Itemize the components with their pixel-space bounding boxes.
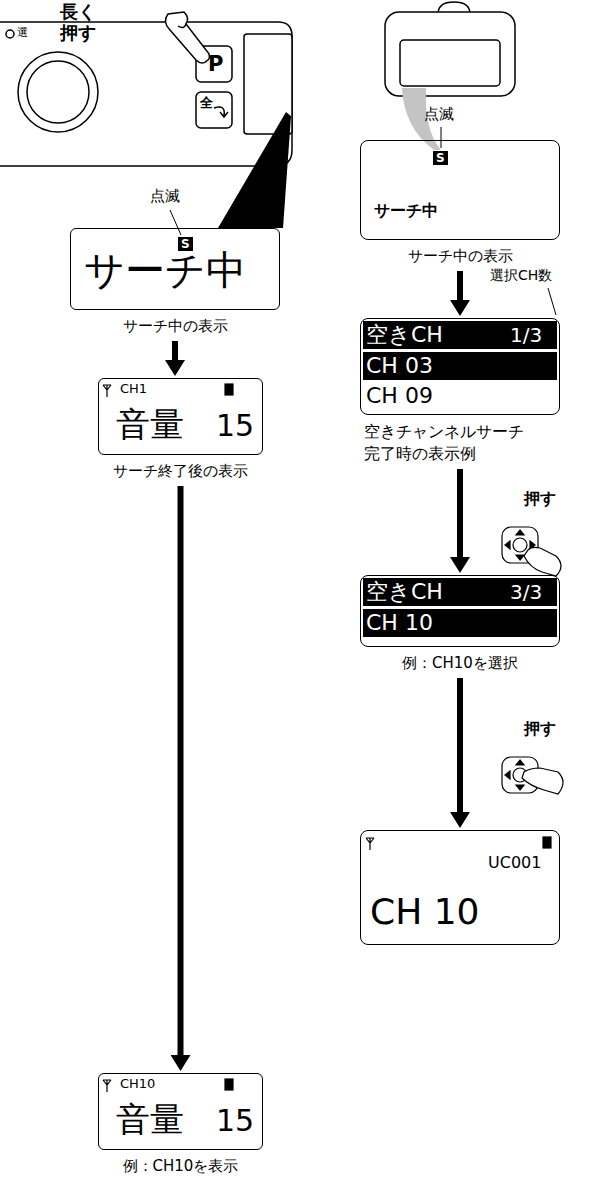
display-screen: S サーチ中サーチ中の表示 (360, 140, 560, 269)
radio-unit (0, 12, 292, 166)
unit-housing (0, 22, 292, 166)
finger-knuckle (178, 24, 186, 28)
display-icons (103, 384, 551, 1092)
direction-pad (502, 757, 563, 794)
all-call-button (196, 92, 232, 128)
display-screen: Sサーチ中サーチ中の表示 (70, 228, 280, 339)
direction-pad (502, 527, 561, 576)
callout-text: 選択CH数 (490, 268, 552, 283)
display-value: 15 (216, 1104, 254, 1137)
display-caption: 例：CH10を表示 (98, 1156, 263, 1176)
leader-line (170, 210, 181, 235)
battery-icon (225, 1079, 233, 1090)
pressing-finger (524, 547, 561, 576)
handheld-unit (385, 2, 515, 96)
button-name: 全 (200, 96, 213, 110)
unit-body (385, 12, 515, 96)
flow-arrow (172, 341, 178, 360)
display-caption: 例：CH10を選択 (360, 653, 560, 673)
unit-screen (400, 40, 500, 86)
channel-text: CH10 (120, 1077, 155, 1091)
dial-knob-inner (27, 61, 89, 123)
flow-arrow (457, 469, 463, 557)
channel-text: CH1 (120, 382, 147, 396)
display-text: サーチ中 (84, 248, 246, 292)
selected-row: CH 03 (363, 352, 557, 380)
display-text: 音量 (116, 406, 184, 443)
display-caption: サーチ中の表示 (70, 316, 280, 336)
user-code: UC001 (488, 854, 541, 872)
display-screen: 空きCH1/3CH 03CH 09空きチャンネルサーチ 完了時の表示例 (360, 318, 560, 467)
pressing-finger (522, 768, 563, 794)
instruction-text: 長く (60, 2, 96, 22)
display-frame (360, 140, 560, 240)
flow-arrow (178, 486, 184, 1055)
antenna-icon (103, 1080, 111, 1092)
flow-arrow (457, 678, 463, 812)
instruction-text: 押す (60, 23, 96, 43)
display-screen: 空きCH3/3CH 10例：CH10を選択 (360, 575, 560, 676)
display-caption: サーチ中の表示 (360, 246, 560, 266)
battery-icon (225, 384, 233, 395)
instruction-text: 押す (524, 490, 556, 508)
button-name: P (208, 53, 223, 76)
callout-text: 点滅 (150, 188, 180, 205)
display-screen: CH10 音量 15 例：CH10を表示 (98, 1073, 263, 1179)
display-text: 音量 (116, 1101, 184, 1138)
screen-zoom-wedge (218, 112, 291, 228)
display-caption: 空きチャンネルサーチ 完了時の表示例 (364, 421, 534, 464)
button-name: 選 (17, 27, 28, 39)
display-value: 15 (216, 409, 254, 442)
search-indicator: S (433, 151, 448, 165)
channel-count: 3/3 (510, 581, 542, 603)
antenna-icon (103, 385, 111, 397)
channel-row: CH 09 (366, 384, 433, 408)
display-screen: UC001 CH 10 (360, 830, 560, 947)
instruction-text: 押す (524, 720, 556, 738)
dial-knob (18, 52, 98, 132)
display-screen: CH1 音量 15 サーチ終了後の表示 (98, 378, 263, 484)
display-caption: サーチ終了後の表示 (98, 461, 263, 481)
indicator-lamp (6, 30, 14, 38)
battery-icon (543, 837, 551, 848)
display-text: CH 10 (370, 892, 479, 932)
callout-text: 点滅 (424, 106, 454, 123)
button-symbol (214, 107, 228, 117)
leader-line (441, 127, 442, 148)
leader-line (548, 288, 556, 315)
flow-arrow (457, 271, 463, 300)
pressing-finger (165, 12, 209, 63)
display-text: サーチ中 (374, 202, 438, 220)
channel-count: 1/3 (510, 324, 542, 346)
antenna-icon (366, 838, 374, 850)
selected-row: CH 10 (363, 609, 557, 637)
